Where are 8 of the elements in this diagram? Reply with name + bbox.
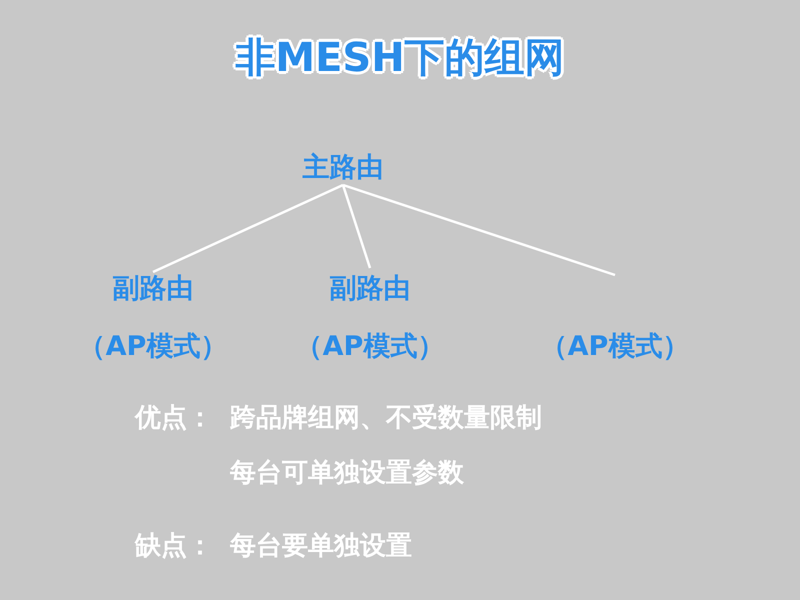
connector-line	[152, 184, 344, 274]
connector-line	[342, 184, 372, 268]
router-label: 副路由 （AP模式）	[290, 268, 450, 364]
connector-line	[342, 184, 616, 276]
router-label: 主路由	[283, 145, 403, 185]
title: 非MESH下的组网	[235, 34, 565, 83]
router-label: （AP模式）	[535, 275, 695, 364]
router-label: 副路由 （AP模式）	[73, 272, 233, 364]
